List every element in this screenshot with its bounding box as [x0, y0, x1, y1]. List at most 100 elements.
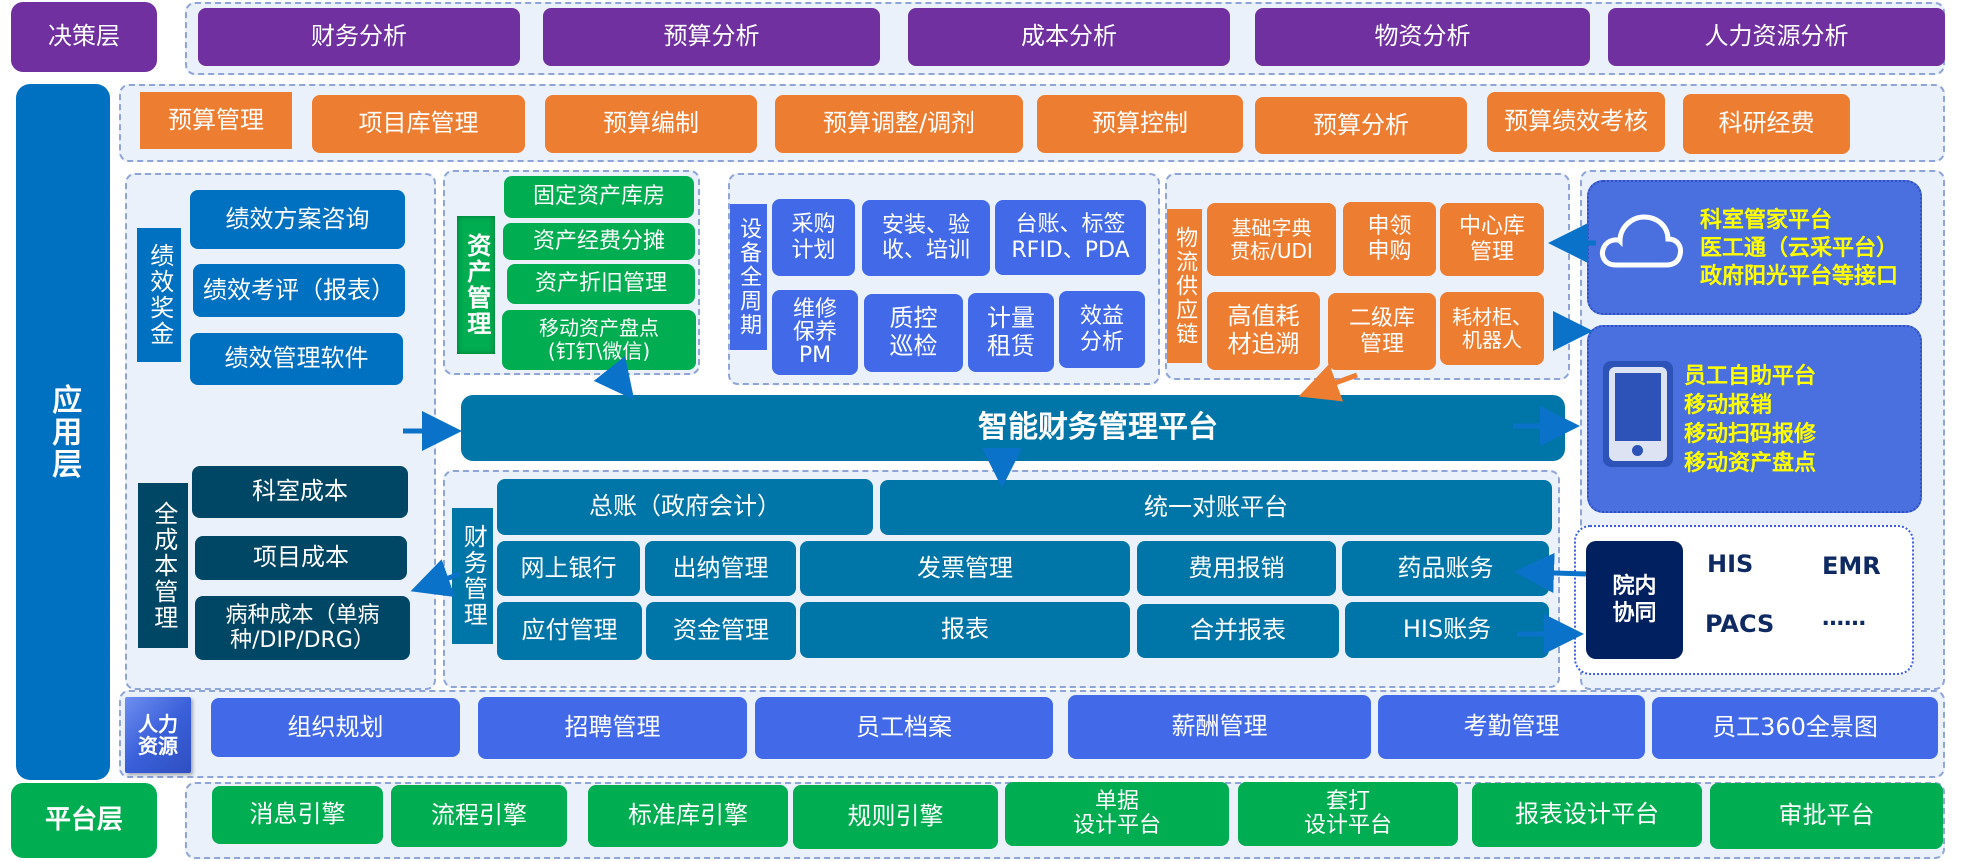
cloud-line: 科室管家平台: [1700, 208, 1833, 233]
finance-item-fund-management[interactable]: 资金管理: [646, 602, 796, 660]
item-label-line2: 租赁: [987, 331, 1035, 360]
budget-item-control[interactable]: 预算控制: [1037, 95, 1243, 153]
logistics-item-secondary-warehouse[interactable]: 二级库管理: [1328, 293, 1436, 370]
budget-item-budgeting[interactable]: 预算编制: [545, 95, 757, 153]
equipment-item-quality-control[interactable]: 质控巡检: [864, 294, 963, 372]
system-emr[interactable]: EMR: [1822, 552, 1881, 580]
finance-item-his-accounting[interactable]: HIS账务: [1345, 602, 1549, 658]
platform-item-approval[interactable]: 审批平台: [1710, 783, 1943, 849]
asset-item-fund-allocation[interactable]: 资产经费分摊: [503, 223, 695, 260]
decision-layer-label: 决策层: [11, 2, 157, 72]
performance-item-consulting[interactable]: 绩效方案咨询: [190, 190, 405, 249]
equipment-item-installation[interactable]: 安装、验收、培训: [862, 200, 990, 276]
logistics-item-basic-dictionary[interactable]: 基础字典贯标/UDI: [1207, 203, 1336, 276]
equipment-item-procurement[interactable]: 采购计划: [772, 199, 855, 276]
hr-item-attendance[interactable]: 考勤管理: [1378, 695, 1645, 759]
finance-label: 财务管理: [452, 508, 493, 644]
item-label: 预算分析: [663, 22, 760, 51]
logistics-item-high-value-tracing[interactable]: 高值耗材追溯: [1207, 292, 1320, 370]
item-label-line1: 高值耗: [1227, 302, 1300, 331]
arrow-finance-to-cost: [410, 559, 461, 597]
decision-item-budget-analysis[interactable]: 预算分析: [543, 8, 880, 66]
finance-item-general-ledger[interactable]: 总账（政府会计）: [497, 479, 873, 535]
item-label-line2: 分析: [1079, 329, 1124, 355]
finance-item-invoice[interactable]: 发票管理: [800, 541, 1130, 596]
label-line2: 协同: [1612, 601, 1657, 626]
cloud-platform-text: 科室管家平台 医工通（云采平台） 政府阳光平台等接口: [1700, 207, 1898, 291]
platform-item-message-engine[interactable]: 消息引擎: [212, 786, 383, 844]
item-label-line2: 申购: [1367, 239, 1412, 264]
hr-label: 人力 资源: [125, 697, 191, 773]
finance-item-consolidated-reports[interactable]: 合并报表: [1137, 604, 1339, 658]
item-label: 审批平台: [1778, 801, 1875, 830]
system-his[interactable]: HIS: [1707, 550, 1754, 578]
item-label-line3: PM: [798, 343, 832, 369]
logistics-item-requisition[interactable]: 申领申购: [1343, 202, 1436, 276]
item-label-line2: RFID、PDA: [1011, 237, 1130, 263]
finance-item-cashier[interactable]: 出纳管理: [645, 541, 796, 596]
hr-label-line1: 人力: [138, 712, 178, 736]
logistics-item-central-warehouse[interactable]: 中心库管理: [1440, 203, 1544, 276]
finance-item-online-banking[interactable]: 网上银行: [497, 541, 640, 596]
decision-item-material-analysis[interactable]: 物资分析: [1255, 8, 1590, 66]
budget-item-performance-review[interactable]: 预算绩效考核: [1487, 92, 1665, 152]
cloud-platform-panel: [1587, 180, 1922, 315]
performance-item-software[interactable]: 绩效管理软件: [190, 333, 403, 385]
budget-item-adjustment[interactable]: 预算调整/调剂: [775, 95, 1023, 153]
platform-item-document-designer[interactable]: 单据设计平台: [1005, 782, 1229, 846]
cost-item-project[interactable]: 项目成本: [195, 536, 407, 580]
cost-management-label: 全成本管理: [138, 483, 188, 648]
finance-item-reports[interactable]: 报表: [800, 602, 1130, 658]
platform-item-rule-engine[interactable]: 规则引擎: [793, 785, 998, 849]
item-label: HIS账务: [1402, 615, 1492, 644]
equipment-item-benefit-analysis[interactable]: 效益分析: [1059, 291, 1145, 368]
item-label: 人力资源分析: [1704, 22, 1849, 51]
cloud-line: 医工通（云采平台）: [1700, 236, 1899, 261]
budget-item-research-funds[interactable]: 科研经费: [1683, 94, 1850, 154]
equipment-item-metering-lease[interactable]: 计量租赁: [968, 293, 1054, 372]
item-label: 成本分析: [1021, 22, 1117, 51]
system-pacs[interactable]: PACS: [1705, 610, 1775, 638]
cost-item-department[interactable]: 科室成本: [192, 466, 408, 518]
platform-item-standard-library-engine[interactable]: 标准库引擎: [588, 785, 788, 847]
asset-item-fixed-warehouse[interactable]: 固定资产库房: [504, 176, 694, 218]
budget-item-analysis[interactable]: 预算分析: [1255, 97, 1467, 154]
item-label: 员工360全景图: [1712, 713, 1878, 742]
item-label: 规则引擎: [847, 802, 944, 831]
decision-layer-label-text: 决策层: [48, 22, 120, 51]
platform-item-print-designer[interactable]: 套打设计平台: [1238, 782, 1458, 846]
item-label-line1: 中心库: [1458, 214, 1525, 240]
decision-item-financial-analysis[interactable]: 财务分析: [198, 8, 520, 66]
cloud-line: 政府阳光平台等接口: [1700, 264, 1899, 289]
item-label: 固定资产库房: [532, 184, 665, 210]
item-label: 组织规划: [287, 712, 384, 741]
performance-item-evaluation[interactable]: 绩效考评（报表）: [193, 264, 405, 317]
finance-item-reconciliation[interactable]: 统一对账平台: [880, 480, 1552, 535]
hr-item-recruitment[interactable]: 招聘管理: [478, 697, 747, 759]
item-label-line2: 管理: [1359, 331, 1404, 357]
decision-item-hr-analysis[interactable]: 人力资源分析: [1608, 8, 1945, 66]
item-label: 资产折旧管理: [534, 271, 667, 297]
hr-item-employee-360[interactable]: 员工360全景图: [1652, 697, 1938, 759]
hr-item-compensation[interactable]: 薪酬管理: [1068, 695, 1371, 759]
application-layer-label: 应用层: [16, 84, 110, 780]
finance-item-payables[interactable]: 应付管理: [497, 602, 642, 660]
platform-item-workflow-engine[interactable]: 流程引擎: [391, 785, 567, 847]
cost-item-disease[interactable]: 病种成本（单病种/DIP/DRG）: [195, 596, 410, 660]
asset-item-depreciation[interactable]: 资产折旧管理: [507, 264, 695, 304]
arrow-asset-to-platform: [593, 356, 635, 400]
hr-item-org-planning[interactable]: 组织规划: [211, 698, 460, 757]
budget-item-project-library[interactable]: 项目库管理: [312, 95, 525, 153]
hr-item-employee-files[interactable]: 员工档案: [755, 697, 1053, 759]
decision-item-cost-analysis[interactable]: 成本分析: [908, 8, 1230, 66]
item-label: 标准库引擎: [628, 801, 748, 830]
finance-item-expense-reimbursement[interactable]: 费用报销: [1137, 541, 1336, 596]
mobile-line: 员工自助平台: [1684, 364, 1817, 389]
platform-item-report-designer[interactable]: 报表设计平台: [1472, 783, 1702, 847]
arrow-internal-to-drug: [1514, 552, 1587, 593]
logistics-item-cabinet-robot[interactable]: 耗材柜、机器人: [1440, 292, 1544, 365]
item-label-line2: 收、培训: [881, 238, 970, 263]
